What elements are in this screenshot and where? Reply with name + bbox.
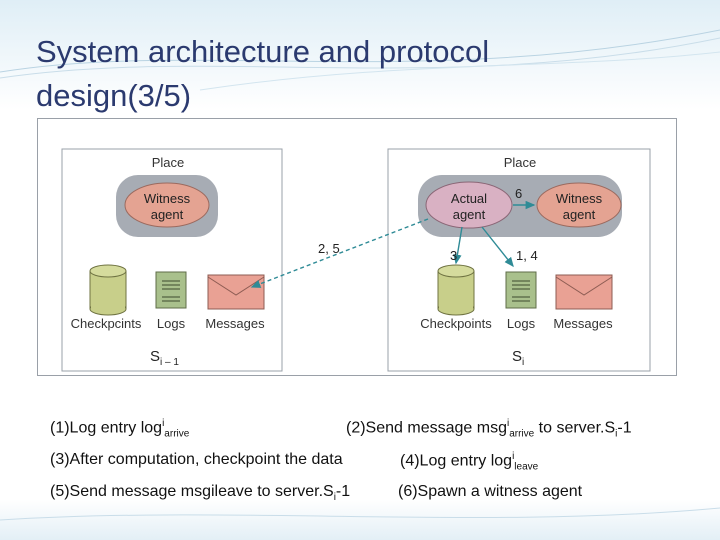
caption-step-1-sup: i [162,418,165,429]
witness-agent-left-line2: agent [151,207,184,222]
decorative-swoosh [0,29,720,521]
caption-step-2-sup: i [506,418,510,429]
server-label-left-sub: i – 1 [160,357,179,368]
witness-agent-left [124,182,210,228]
caption-step-2-text: (2)Send message msg [346,419,507,437]
server-label-left: Si – 1 [150,348,179,368]
caption-step-2-tail: to server.S [534,419,616,437]
place-label-left: Place [152,155,185,170]
caption-step-3-text: (3)After computation, checkpoint the dat… [50,451,343,468]
caption-step-2: (2)Send message msgiarrive to server.Si-… [346,418,632,440]
host-right: Place Actual agent Witness agent 6 Check… [387,148,651,372]
slide-title-line-2: design(3/5) [36,78,192,113]
caption-step-4-sub: leave [514,461,539,473]
witness-agent-right [536,182,622,228]
caption-step-2-sub: arrive [509,428,535,440]
caption-step-2-tail-sub: i [615,428,618,440]
step-label-send: 2, 5 [318,241,340,256]
caption-step-3: (3)After computation, checkpoint the dat… [50,451,343,469]
checkpoints-label-right: Checkpoints [420,316,492,331]
witness-agent-right-line2: agent [563,207,596,222]
server-label-left-main: S [150,348,160,365]
caption-step-5: (5)Send message msgileave to server.Si-1 [50,483,350,503]
witness-agent-right-line1: Witness [556,191,603,206]
messages-envelope-right-icon [555,274,613,310]
caption-step-5-end: -1 [335,483,351,500]
caption-step-5-sub: i [333,492,336,504]
server-label-right-main: S [512,348,522,365]
caption-step-1-sub: arrive [164,428,190,440]
caption-step-1: (1)Log entry logiarrive [50,418,189,440]
server-label-right: Si [512,348,524,368]
step-label-log: 1, 4 [516,248,538,263]
caption-step-4: (4)Log entry logileave [400,451,538,473]
caption-step-1-text: (1)Log entry log [50,419,163,437]
logs-label-right: Logs [507,316,536,331]
checkpoint-arrow [453,226,463,265]
caption-step-2-end: -1 [617,419,632,437]
messages-envelope-left-icon [207,274,265,310]
server-label-right-sub: i [522,357,524,368]
checkpoints-cylinder-left-icon [89,264,127,316]
checkpoints-cylinder-right-icon [437,264,475,316]
caption-step-5-text: (5)Send message msgileave to server.S [50,483,334,500]
logs-document-left-icon [155,271,187,309]
architecture-diagram: Place Witness agent Checkpcints Logs [61,148,651,372]
checkpoints-label-left: Checkpcints [71,316,142,331]
host-left: Place Witness agent Checkpcints Logs [61,148,283,372]
slide-title: System architecture and protocol design(… [36,30,636,118]
actual-agent [425,181,513,229]
messages-label-right: Messages [553,316,613,331]
caption-step-4-sup: i [512,451,515,462]
actual-agent-line2: agent [453,207,486,222]
messages-label-left: Messages [205,316,265,331]
step-label-spawn: 6 [515,186,522,201]
caption-step-6-text: (6)Spawn a witness agent [398,483,583,500]
slide-title-line-1: System architecture and protocol [36,34,490,69]
actual-agent-line1: Actual [451,191,487,206]
caption-step-6: (6)Spawn a witness agent [398,483,582,501]
place-label-right: Place [504,155,537,170]
witness-agent-left-line1: Witness [144,191,191,206]
architecture-figure: Place Witness agent Checkpcints Logs [37,118,677,376]
send-message-arrow [250,218,429,288]
log-arrow [481,226,514,268]
caption-step-4-text: (4)Log entry log [400,452,513,470]
step-label-checkpoint: 3 [450,248,457,263]
logs-label-left: Logs [157,316,186,331]
logs-document-right-icon [505,271,537,309]
